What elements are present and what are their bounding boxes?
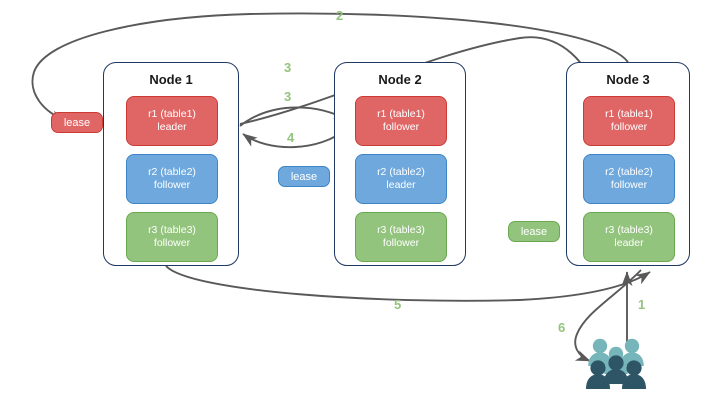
replica-r2[interactable]: r2 (table2) follower — [583, 154, 675, 204]
arrow-step-3-node2 — [239, 106, 349, 127]
replica-role: leader — [157, 121, 187, 133]
step-label-6: 6 — [558, 320, 566, 335]
replica-name: r1 (table1) — [605, 108, 653, 120]
replica-r1[interactable]: r1 (table1) leader — [126, 96, 218, 146]
lease-label: lease — [290, 170, 318, 183]
replica-r2[interactable]: r2 (table2) follower — [126, 154, 218, 204]
replica-role: follower — [153, 179, 191, 191]
replica-role: follower — [382, 237, 420, 249]
node-card-node3[interactable]: Node 3 r1 (table1) follower r2 (table2) … — [566, 62, 690, 266]
replica-role: follower — [610, 179, 648, 191]
step-label-3a: 3 — [284, 60, 292, 75]
replica-r2[interactable]: r2 (table2) leader — [355, 154, 447, 204]
replica-r1[interactable]: r1 (table1) follower — [355, 96, 447, 146]
replica-role: follower — [610, 121, 648, 133]
replica-role: follower — [382, 121, 420, 133]
lease-badge-r2[interactable]: lease — [278, 166, 330, 187]
step-label-2: 2 — [336, 8, 344, 23]
step-label-4: 4 — [287, 130, 295, 145]
users-icon — [586, 338, 646, 389]
replica-name: r2 (table2) — [605, 166, 653, 178]
replica-name: r1 (table1) — [148, 108, 196, 120]
replica-name: r2 (table2) — [148, 166, 196, 178]
lease-label: lease — [63, 116, 91, 129]
node-card-node1[interactable]: Node 1 r1 (table1) leader r2 (table2) fo… — [103, 62, 239, 266]
step-label-1: 1 — [638, 297, 646, 312]
arrow-step-4 — [242, 127, 349, 149]
node-title: Node 3 — [606, 72, 650, 87]
replica-name: r3 (table3) — [148, 224, 196, 236]
replica-name: r3 (table3) — [377, 224, 425, 236]
replica-r1[interactable]: r1 (table1) follower — [583, 96, 675, 146]
replica-role: follower — [153, 237, 191, 249]
node-title: Node 1 — [149, 72, 193, 87]
lease-badge-r1[interactable]: lease — [51, 112, 103, 133]
replica-r3[interactable]: r3 (table3) follower — [126, 212, 218, 262]
replica-r3[interactable]: r3 (table3) leader — [583, 212, 675, 262]
replica-role: leader — [614, 237, 644, 249]
node-title: Node 2 — [378, 72, 422, 87]
step-label-3b: 3 — [284, 89, 292, 104]
replica-name: r3 (table3) — [605, 224, 653, 236]
lease-label: lease — [520, 225, 548, 238]
replica-name: r2 (table2) — [377, 166, 425, 178]
lease-badge-r3[interactable]: lease — [508, 221, 560, 242]
node-card-node2[interactable]: Node 2 r1 (table1) follower r2 (table2) … — [334, 62, 466, 266]
arrow-step-5 — [165, 265, 651, 302]
replica-r3[interactable]: r3 (table3) follower — [355, 212, 447, 262]
step-label-5: 5 — [394, 297, 402, 312]
replica-role: leader — [386, 179, 416, 191]
replica-name: r1 (table1) — [377, 108, 425, 120]
